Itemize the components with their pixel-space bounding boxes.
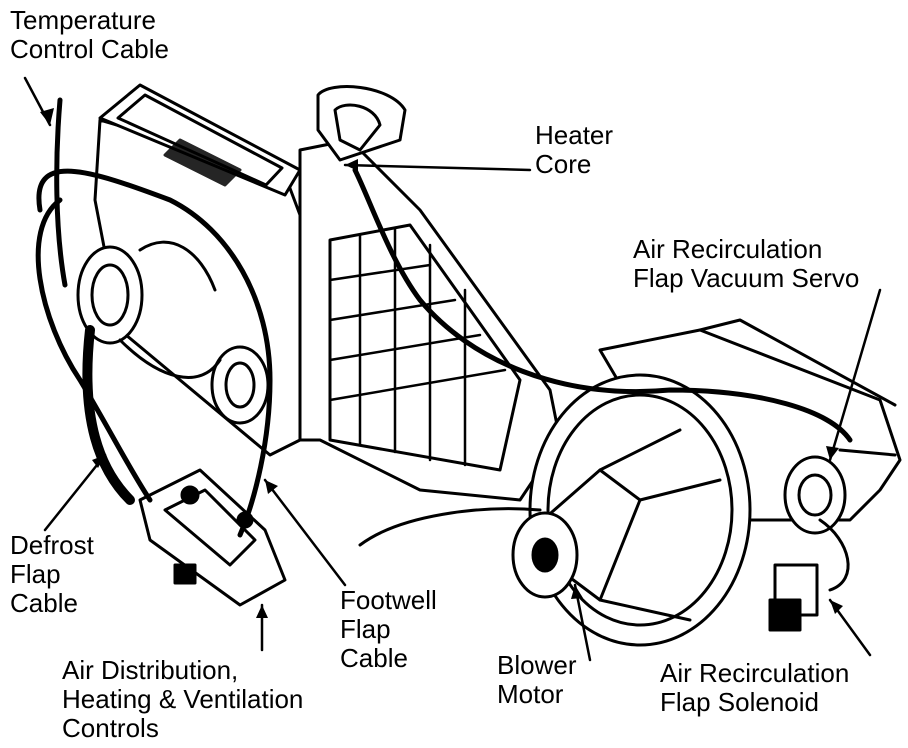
label-defrost-flap-cable: Defrost Flap Cable [10, 530, 94, 618]
arrow-servo [826, 446, 839, 460]
cables [35, 97, 853, 592]
leader-heater [343, 163, 532, 172]
heater-core-housing [298, 85, 562, 502]
arrow-solenoid [830, 600, 843, 614]
arrow-temperature [40, 108, 54, 125]
arrow-defrost [92, 455, 105, 468]
label-air-recirculation-flap-solenoid: Air Recirculation Flap Solenoid [660, 658, 850, 717]
control-panel [138, 468, 287, 607]
leader-servo [828, 288, 882, 462]
label-air-distribution-controls: Air Distribution, Heating & Ventilation … [62, 655, 304, 743]
arrow-footwell [265, 480, 278, 494]
blower-motor [511, 373, 752, 647]
arrow-controls [256, 605, 268, 618]
label-blower-motor: Blower Motor [497, 650, 577, 709]
label-air-recirculation-flap-vacuum-servo: Air Recirculation Flap Vacuum Servo [633, 234, 860, 293]
leader-footwell [263, 478, 347, 587]
distribution-housing [76, 83, 302, 457]
label-temperature-control-cable: Temperature Control Cable [10, 5, 169, 64]
leader-defrost [43, 453, 107, 532]
arrow-heater [345, 159, 358, 171]
label-footwell-flap-cable: Footwell Flap Cable [340, 585, 437, 673]
recirculation-solenoid [768, 563, 819, 632]
arrowheads [40, 108, 843, 618]
label-heater-core: Heater Core [535, 120, 614, 179]
recirculation-servo [783, 455, 847, 535]
arrow-blower [571, 585, 583, 599]
